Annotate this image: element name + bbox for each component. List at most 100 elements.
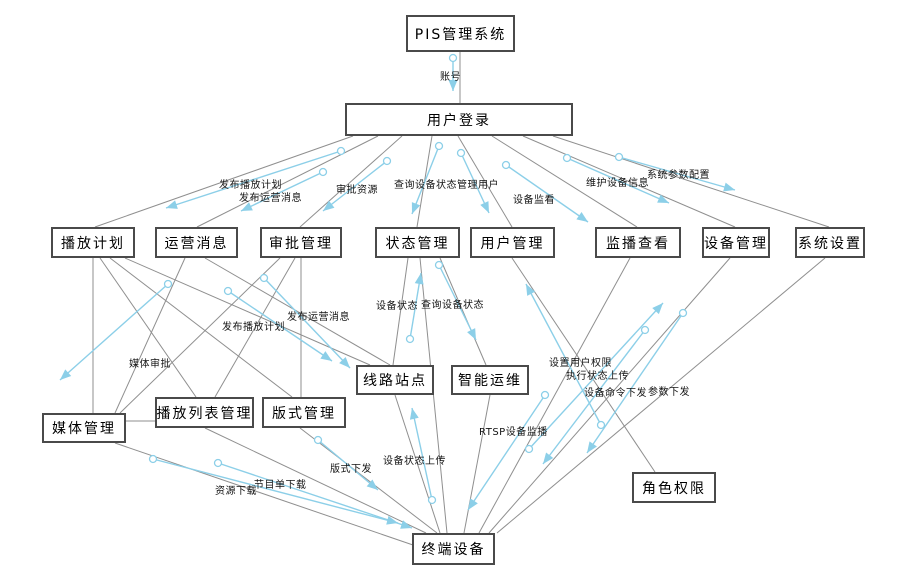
arrow-tail-circle-icon [213,458,223,468]
connector-arrow-line [317,439,379,491]
arrowhead-icon [366,479,378,490]
arrowhead-icon [467,328,476,340]
arrowhead-icon [409,408,419,420]
edge-label: 节目单下载 [254,480,307,491]
connector-arrow-line [227,290,333,362]
arrow-tail-circle-icon [313,435,323,445]
edge-label: 查询设备状态 [421,300,484,311]
arrowhead-icon [241,202,253,211]
connector-arrow-line [618,156,736,191]
connector-arrow-line [586,312,684,454]
arrowhead-icon [411,202,421,214]
edge-label: 设备状态 [376,301,418,312]
connector-line [511,257,656,473]
arrow-tail-circle-icon [640,325,650,335]
edge-label: 设备监看 [513,195,555,206]
node-layout-mgmt: 版式管理 [262,397,346,428]
arrowhead-icon [480,201,489,213]
arrowhead-icon [323,200,335,211]
arrow-tail-circle-icon [259,273,269,283]
node-device-mgmt: 设备管理 [702,227,770,258]
node-approval: 审批管理 [260,227,342,258]
edge-label: 执行状态上传 [566,371,629,382]
node-user-mgmt: 用户管理 [470,227,555,258]
connector-line [552,135,830,228]
connector-line [196,135,379,228]
node-op-message: 运营消息 [155,227,238,258]
arrow-tail-circle-icon [678,308,688,318]
arrow-tail-circle-icon [434,141,444,151]
arrowhead-icon [587,441,597,453]
arrowhead-icon [400,520,412,529]
arrow-tail-circle-icon [540,390,550,400]
arrowhead-icon [723,182,735,192]
edge-label: 维护设备信息 [586,178,649,189]
connector-arrow-line [217,462,413,529]
connector-arrow-line [438,264,477,341]
connector-arrow-line [460,152,490,214]
edge-label: 设置用户权限 [549,358,612,369]
arrow-tail-circle-icon [163,279,173,289]
arrow-tail-circle-icon [382,156,392,166]
arrowhead-icon [166,200,178,209]
arrow-tail-circle-icon [148,454,158,464]
connector-arrow-line [59,283,169,381]
connector-line [496,257,826,534]
arrowhead-icon [448,80,458,91]
arrow-tail-circle-icon [427,495,437,505]
connector-line [392,257,409,366]
connector-line [94,135,354,228]
connector-arrow-line [542,329,646,465]
connector-arrow-line [152,458,399,524]
connector-line [299,427,438,534]
arrowhead-icon [339,356,350,368]
edge-label: 审批资源 [336,185,378,196]
connector-line [99,257,197,398]
connector-line [419,257,448,534]
node-monitor-view: 监播查看 [595,227,681,258]
node-media-mgmt: 媒体管理 [42,413,126,443]
connector-arrow-line [240,171,324,212]
arrowhead-icon [60,369,72,380]
edge-label: 设备命令下发 [584,388,647,399]
arrow-tail-circle-icon [524,444,534,454]
node-role-perm: 角色权限 [632,472,716,503]
arrow-tail-circle-icon [336,146,346,156]
edge-label: 账号 [440,72,461,83]
connector-arrow-line [322,160,388,212]
arrowhead-icon [576,212,588,222]
arrow-tail-circle-icon [448,53,458,63]
arrow-tail-circle-icon [223,286,233,296]
connector-line [488,257,731,534]
arrow-tail-circle-icon [596,420,606,430]
edge-label: 系统参数配置 [647,170,710,181]
edge-label: 参数下发 [648,387,690,398]
arrowhead-icon [657,194,669,203]
arrowhead-icon [320,351,332,361]
node-playlist-mgmt: 播放列表管理 [155,397,254,428]
connector-line [439,257,487,366]
node-login: 用户登录 [345,103,573,136]
arrow-tail-circle-icon [456,148,466,158]
arrowhead-icon [543,452,554,464]
node-pis: PIS管理系统 [406,15,515,52]
connector-arrow-line [165,150,342,209]
arrow-tail-circle-icon [562,153,572,163]
connector-line [478,257,631,534]
edge-label: 媒体审批 [129,359,171,370]
edge-label: 发布播放计划 [219,180,282,191]
connector-line [204,257,391,366]
arrow-tail-circle-icon [501,160,511,170]
connector-arrow-line [505,164,589,223]
connector-arrow-line [525,283,602,426]
node-system-settings: 系统设置 [795,227,865,258]
edge-label: 查询设备状态 [394,180,457,191]
edge-label: 发布运营消息 [287,312,350,323]
connector-arrow-line [528,302,664,450]
connector-line [463,394,491,534]
arrow-tail-circle-icon [434,260,444,270]
arrow-tail-circle-icon [318,167,328,177]
node-smart-ops: 智能运维 [451,365,529,395]
